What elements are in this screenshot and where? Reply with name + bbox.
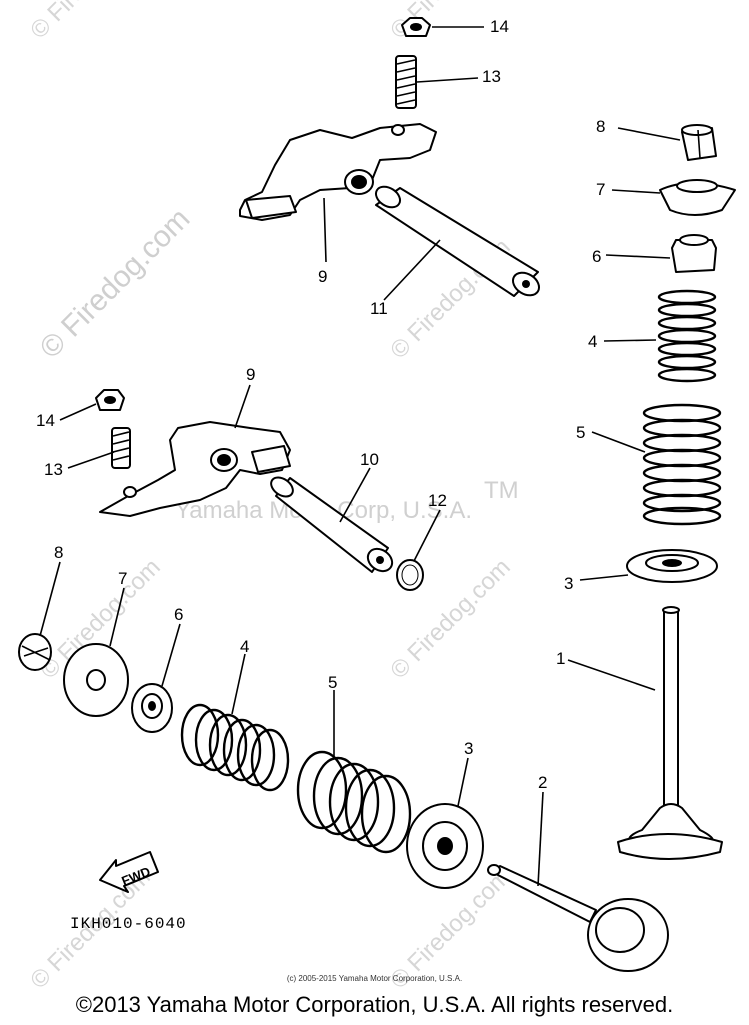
adjuster-nut-lower: [95, 389, 125, 411]
callout-2: 2: [538, 773, 547, 792]
adjuster-nut-upper: [401, 17, 431, 37]
valve-cotter-left: [18, 633, 52, 671]
callout-11: 11: [370, 299, 388, 318]
callout-14-lower: 14: [36, 411, 55, 430]
watermark-firedog-left: © Firedog.com: [34, 202, 197, 365]
o-ring: [396, 559, 424, 591]
watermark-tm: TM: [484, 477, 519, 504]
callout-12: 12: [428, 491, 447, 510]
copyright-main: ©2013 Yamaha Motor Corporation, U.S.A. A…: [75, 992, 674, 1017]
copyright-small: (c) 2005-2015 Yamaha Motor Corporation, …: [286, 974, 463, 983]
outer-spring-left: [296, 750, 412, 854]
spring-retainer-right: [659, 179, 736, 216]
leader-lines: [39, 26, 681, 887]
callout-4-right: 4: [588, 332, 597, 351]
callout-13-lower: 13: [44, 460, 63, 479]
callout-9-lower: 9: [246, 365, 255, 384]
adjuster-screw-lower: [111, 427, 131, 469]
callout-8-left: 8: [54, 543, 63, 562]
callout-5-left: 5: [328, 673, 337, 692]
callout-3-right: 3: [564, 574, 573, 593]
stem-seal-left: [131, 683, 173, 733]
callout-14-upper: 14: [490, 17, 509, 36]
callout-6-right: 6: [592, 247, 601, 266]
callout-9-upper: 9: [318, 267, 327, 286]
rocker-arm-lower: [99, 421, 291, 517]
callout-3-left: 3: [464, 739, 473, 758]
stem-seal-right: [671, 234, 717, 273]
callout-8-right: 8: [596, 117, 605, 136]
inner-spring-right: [657, 289, 717, 383]
rocker-arm-upper: [239, 123, 437, 221]
rocker-shaft-upper: [374, 185, 541, 297]
callout-1: 1: [556, 649, 565, 668]
valve-cotter-right: [681, 124, 717, 161]
watermark-firedog-top-left: © Firedog.com: [25, 0, 156, 44]
callout-5-right: 5: [576, 423, 585, 442]
callout-6-left: 6: [174, 605, 183, 624]
outer-spring-right: [642, 403, 722, 526]
callout-labels: 14 13 9 11 8 7 6 4 5 3 1 9 14 13 10 12 8…: [36, 17, 605, 792]
intake-valve: [617, 606, 723, 860]
spring-retainer-left: [63, 643, 129, 717]
callout-10: 10: [360, 450, 379, 469]
callout-13-upper: 13: [482, 67, 501, 86]
adjuster-screw-upper: [395, 55, 417, 109]
callout-7-right: 7: [596, 180, 605, 199]
spring-seat-right: [626, 549, 718, 583]
rocker-shaft-lower: [270, 476, 394, 573]
diagram-code: IKH010-6040: [70, 915, 187, 933]
inner-spring-left: [180, 703, 290, 792]
spring-seat-left: [406, 803, 484, 889]
callout-7-left: 7: [118, 569, 127, 588]
exhaust-valve: [487, 864, 669, 972]
callout-4-left: 4: [240, 637, 249, 656]
